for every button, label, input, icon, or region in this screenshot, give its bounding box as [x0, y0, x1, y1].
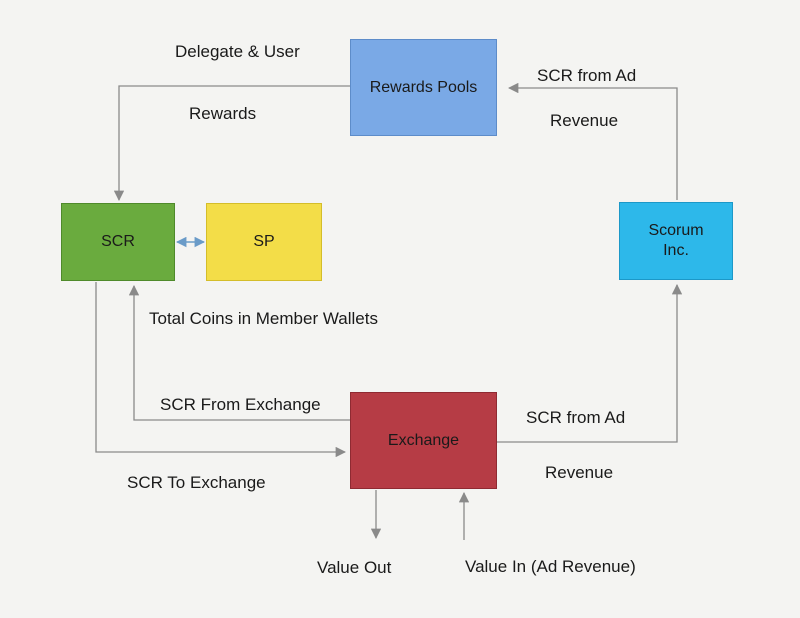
revenue-bottom-label: Revenue	[545, 463, 614, 482]
scr-from-ad-bottom-label: SCR from Ad	[526, 408, 626, 427]
arrow-exchange-to-scr	[128, 284, 350, 421]
sp-label: SP	[253, 233, 275, 250]
arrow-scr-to-exchange	[95, 282, 347, 458]
rewards-label: Rewards	[189, 104, 257, 123]
arrow-scorum-to-rewards	[507, 82, 678, 200]
total-coins-label: Total Coins in Member Wallets	[149, 309, 378, 328]
scorum-inc-box: Scorum Inc.	[619, 202, 733, 280]
scorum-inc-label: Scorum Inc.	[648, 222, 704, 259]
revenue-top-label: Revenue	[550, 111, 619, 130]
scr-to-exchange-label: SCR To Exchange	[127, 473, 266, 492]
value-out-label: Value Out	[317, 558, 392, 577]
scr-from-exchange-label: SCR From Exchange	[160, 395, 321, 414]
scr-box: SCR	[61, 203, 175, 281]
scr-from-ad-top-label: SCR from Ad	[537, 66, 637, 85]
sp-box: SP	[206, 203, 322, 281]
arrow-exchange-to-scorum	[497, 283, 683, 443]
exchange-label: Exchange	[387, 431, 460, 449]
exchange-box: Exchange	[350, 392, 497, 489]
delegate-user-label: Delegate & User	[175, 42, 300, 61]
arrow-rewards-to-scr	[113, 85, 350, 202]
value-in-label: Value In (Ad Revenue)	[465, 557, 636, 576]
rewards-pools-label: Rewards Pools	[369, 78, 478, 96]
rewards-pools-box: Rewards Pools	[350, 39, 497, 136]
scr-label: SCR	[101, 233, 135, 250]
